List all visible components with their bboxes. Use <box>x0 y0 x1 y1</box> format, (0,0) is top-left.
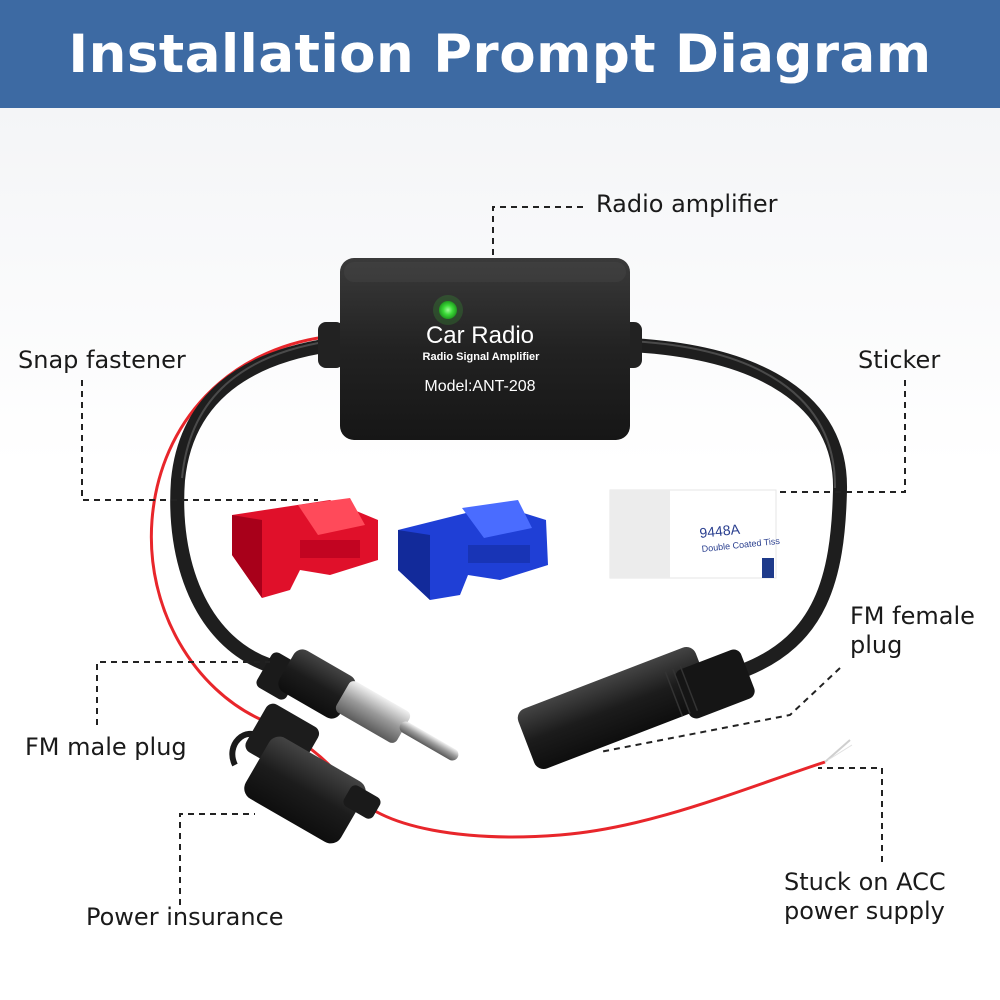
label-radio-amplifier: Radio amplifier <box>596 190 778 218</box>
fm-male-plug <box>256 649 459 761</box>
leader-fm-female <box>599 667 841 753</box>
left-cable <box>170 338 337 672</box>
device-name: Car Radio <box>425 322 535 349</box>
label-fm-female-plug-2: plug <box>850 631 903 659</box>
leader-sticker <box>776 380 906 493</box>
leader-snap-fastener <box>81 380 318 501</box>
label-power-insurance: Power insurance <box>86 903 284 931</box>
leader-acc <box>818 767 883 862</box>
strain-relief-left <box>318 322 344 368</box>
sticker-pad: 9448A Double Coated Tiss <box>609 489 781 579</box>
header-banner: Installation Prompt Diagram <box>0 0 1000 108</box>
label-sticker: Sticker <box>858 346 941 374</box>
fuse-holder <box>229 703 381 844</box>
device-subtitle: Radio Signal Amplifier <box>422 351 540 363</box>
label-acc-2: power supply <box>784 897 945 925</box>
amplifier-box <box>340 258 630 440</box>
leader-power-insurance <box>179 813 255 905</box>
label-fm-male-plug: FM male plug <box>25 733 187 761</box>
page-title: Installation Prompt Diagram <box>68 23 932 85</box>
right-cable <box>623 338 848 677</box>
led-indicator <box>439 301 457 319</box>
wire-stripped-end <box>824 739 851 763</box>
device-model: Model:ANT-208 <box>424 378 536 395</box>
leader-lines <box>81 206 906 905</box>
leader-radio-amplifier <box>492 206 583 258</box>
sticker-code: 9448A <box>699 521 742 541</box>
leader-fm-male <box>96 661 270 725</box>
blue-snap-fastener <box>398 500 548 600</box>
red-snap-fastener <box>232 498 378 598</box>
label-acc-1: Stuck on ACC <box>784 868 946 896</box>
label-fm-female-plug-1: FM female <box>850 602 975 630</box>
fm-female-plug <box>517 646 755 770</box>
label-snap-fastener: Snap fastener <box>18 346 186 374</box>
